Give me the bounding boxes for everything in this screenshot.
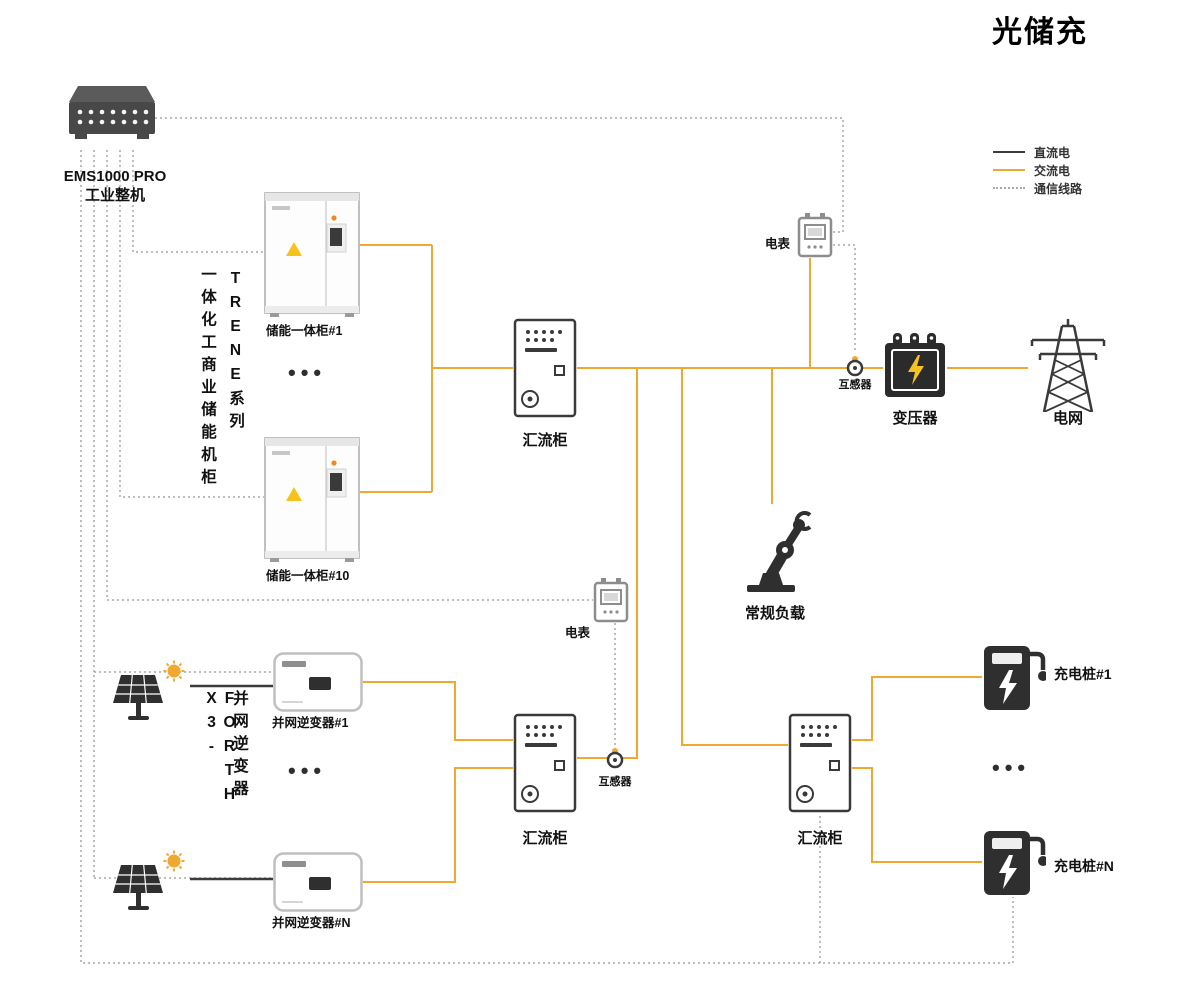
inverter-series-vertical-label-latin: X3-FORTH bbox=[203, 690, 238, 810]
storage-series-vertical-label-latin: TRENE系列 bbox=[227, 270, 244, 435]
ac-inverter1-to-pv-combiner bbox=[363, 681, 513, 741]
comm-ems-to-meter-mid bbox=[106, 150, 593, 601]
current-transformer-top-label: 互感器 bbox=[838, 379, 872, 391]
solar-panel-1-icon bbox=[108, 658, 192, 729]
storage-cabinet-10-label: 储能一体柜#10 bbox=[266, 569, 350, 583]
comm-ems-to-storage1 bbox=[132, 150, 264, 253]
inverter-series-vertical-label-cjk: 并网逆变器 bbox=[231, 690, 248, 803]
ems-server-icon bbox=[62, 76, 162, 167]
combiner-cabinet-pv-label: 汇流柜 bbox=[522, 830, 568, 847]
regular-load-label: 常规负载 bbox=[744, 605, 805, 622]
current-transformer-top-icon bbox=[845, 355, 865, 382]
transformer-label: 变压器 bbox=[892, 410, 938, 427]
ac-ev-combiner-to-charger1 bbox=[852, 676, 982, 741]
storage-ellipsis: ••• bbox=[288, 360, 327, 385]
ac-invertern-to-pv-combiner bbox=[363, 767, 513, 883]
comm-line-swatch bbox=[993, 187, 1025, 189]
storage-cabinet-1-icon bbox=[264, 192, 360, 323]
storage-cabinet-10-icon bbox=[264, 437, 360, 568]
power-grid-tower-icon bbox=[1028, 318, 1108, 417]
charger-1-icon bbox=[982, 640, 1048, 717]
inverter-n-label: 并网逆变器#N bbox=[272, 916, 351, 930]
legend-row-ac: 交流电 bbox=[993, 161, 1082, 179]
ac-storage-to-combiner bbox=[360, 244, 513, 493]
ems-server-icon bbox=[69, 86, 155, 139]
legend-label-dc: 直流电 bbox=[1034, 145, 1071, 160]
legend-label-ac: 交流电 bbox=[1034, 163, 1071, 178]
combiner-cabinet-ev-icon bbox=[788, 713, 852, 818]
ems-label: EMS1000 PRO 工业整机 bbox=[30, 168, 200, 206]
combiner-cabinet-main-label: 汇流柜 bbox=[522, 432, 568, 449]
storage-series-vertical-label-cjk: 一体化工商业储能机柜 bbox=[199, 266, 216, 491]
dc-lines bbox=[190, 684, 273, 881]
charger-1-label: 充电桩#1 bbox=[1054, 666, 1112, 682]
comm-ems-to-meter-top bbox=[155, 117, 844, 233]
charger-ellipsis: ••• bbox=[992, 755, 1031, 780]
page-title: 光储充 bbox=[992, 16, 1088, 49]
ems-name: EMS1000 PRO bbox=[63, 168, 167, 185]
inverter-ellipsis: ••• bbox=[288, 758, 327, 783]
legend-row-dc: 直流电 bbox=[993, 143, 1082, 161]
meter-mid-label: 电表 bbox=[564, 626, 590, 640]
meter-top-label: 电表 bbox=[764, 237, 790, 251]
combiner-cabinet-ev-label: 汇流柜 bbox=[797, 830, 843, 847]
ac-lines bbox=[360, 244, 1028, 883]
comm-ems-bottom-bus bbox=[80, 150, 1014, 964]
ac-line-swatch bbox=[993, 169, 1025, 171]
comm-ems-to-inverters bbox=[93, 150, 273, 879]
comm-lines bbox=[80, 117, 1014, 964]
legend: 直流电 交流电 通信线路 bbox=[993, 143, 1082, 197]
ems-subtitle: 工业整机 bbox=[84, 186, 145, 204]
ac-bus-to-pv-combiner bbox=[577, 368, 638, 759]
combiner-cabinet-main-icon bbox=[513, 318, 577, 423]
combiner-cabinet-pv-icon bbox=[513, 713, 577, 818]
regular-load-robot-icon bbox=[733, 503, 817, 600]
inverter-n-icon bbox=[273, 852, 363, 917]
solar-panel-2-icon bbox=[108, 848, 192, 919]
transformer-icon bbox=[883, 333, 947, 404]
storage-cabinet-1-label: 储能一体柜#1 bbox=[266, 324, 343, 338]
dc-line-swatch bbox=[993, 151, 1025, 153]
meter-top-icon bbox=[797, 213, 833, 263]
charger-n-label: 充电桩#N bbox=[1054, 858, 1114, 874]
meter-mid-icon bbox=[593, 578, 629, 628]
current-transformer-mid-icon bbox=[605, 747, 625, 774]
legend-row-comm: 通信线路 bbox=[993, 179, 1082, 197]
current-transformer-mid-label: 互感器 bbox=[598, 776, 632, 788]
legend-label-comm: 通信线路 bbox=[1034, 181, 1083, 196]
inverter-1-icon bbox=[273, 652, 363, 717]
comm-ems-to-storage10 bbox=[119, 150, 264, 498]
ac-ev-combiner-to-chargern bbox=[852, 767, 982, 863]
inverter-1-label: 并网逆变器#1 bbox=[272, 716, 349, 730]
comm-meter-top-to-ct-top bbox=[833, 244, 856, 351]
ac-bus-to-ev-combiner bbox=[681, 368, 788, 746]
grid-label: 电网 bbox=[1052, 410, 1083, 427]
charger-n-icon bbox=[982, 825, 1048, 902]
